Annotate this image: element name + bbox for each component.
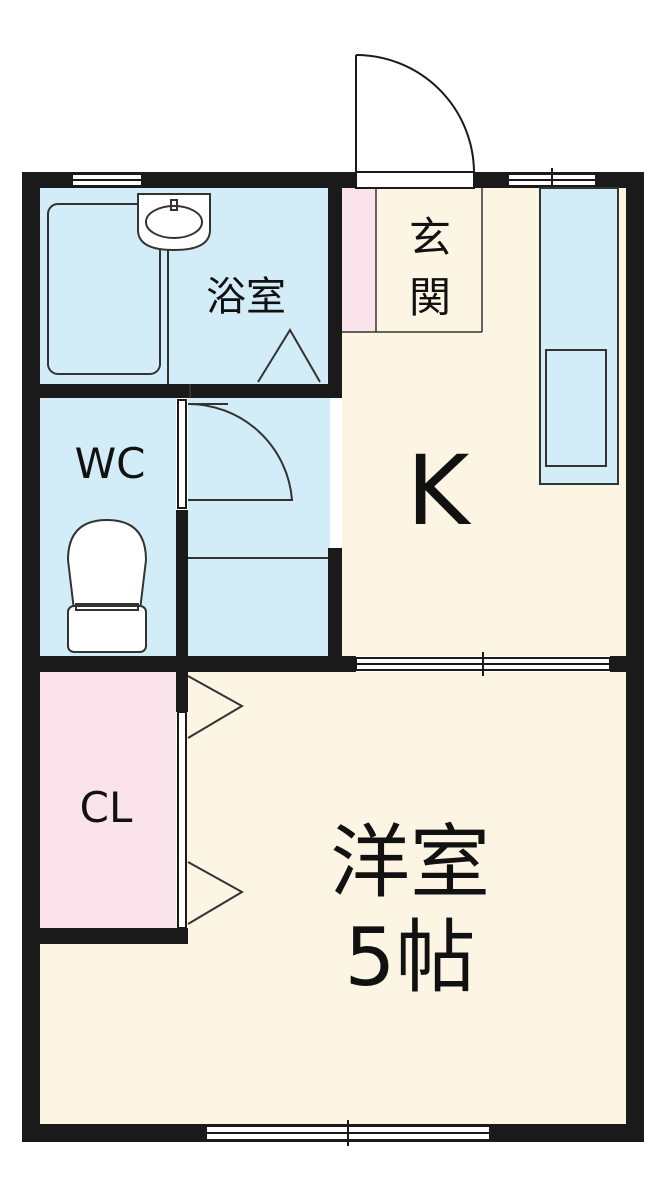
closet-label: CL xyxy=(80,783,133,832)
hall-door-icon xyxy=(187,402,328,559)
bath-label: 浴室 xyxy=(206,274,286,320)
wall-mid xyxy=(22,656,356,672)
wall-bath-right xyxy=(328,172,342,398)
washbasin-icon xyxy=(137,193,211,252)
bathtub-icon xyxy=(47,203,191,398)
wall-closet-right xyxy=(176,672,188,712)
entrance-label-1: 玄 xyxy=(409,213,451,262)
wall-wc-right xyxy=(176,510,188,660)
entrance-label-2: 関 xyxy=(409,273,451,322)
western-room-label-1: 洋室 xyxy=(330,816,490,909)
hall-floor xyxy=(188,398,330,656)
wc-label: WC xyxy=(75,439,146,488)
closet-sliding-door xyxy=(177,711,187,929)
toilet-icon xyxy=(66,518,148,653)
wall-mid-right xyxy=(610,656,644,672)
wall-hall-right-lower xyxy=(328,548,342,672)
western-room-label-2: 5帖 xyxy=(345,911,476,1004)
room-labels: 浴室 玄 関 WC K CL 洋室 5帖 xyxy=(75,213,490,1004)
door-swing-icon xyxy=(355,54,475,189)
kitchen-label: K xyxy=(407,435,472,547)
bath-door-icon xyxy=(257,328,321,383)
shoe-box xyxy=(342,188,376,332)
window-icon xyxy=(71,168,611,1146)
closet-floor xyxy=(40,672,176,928)
window-wc xyxy=(177,399,187,509)
closet-door-icon xyxy=(187,675,245,925)
wall-closet-bottom xyxy=(22,928,188,944)
wall-bath-bottom xyxy=(22,384,342,398)
kitchen-counter-icon xyxy=(539,187,619,485)
